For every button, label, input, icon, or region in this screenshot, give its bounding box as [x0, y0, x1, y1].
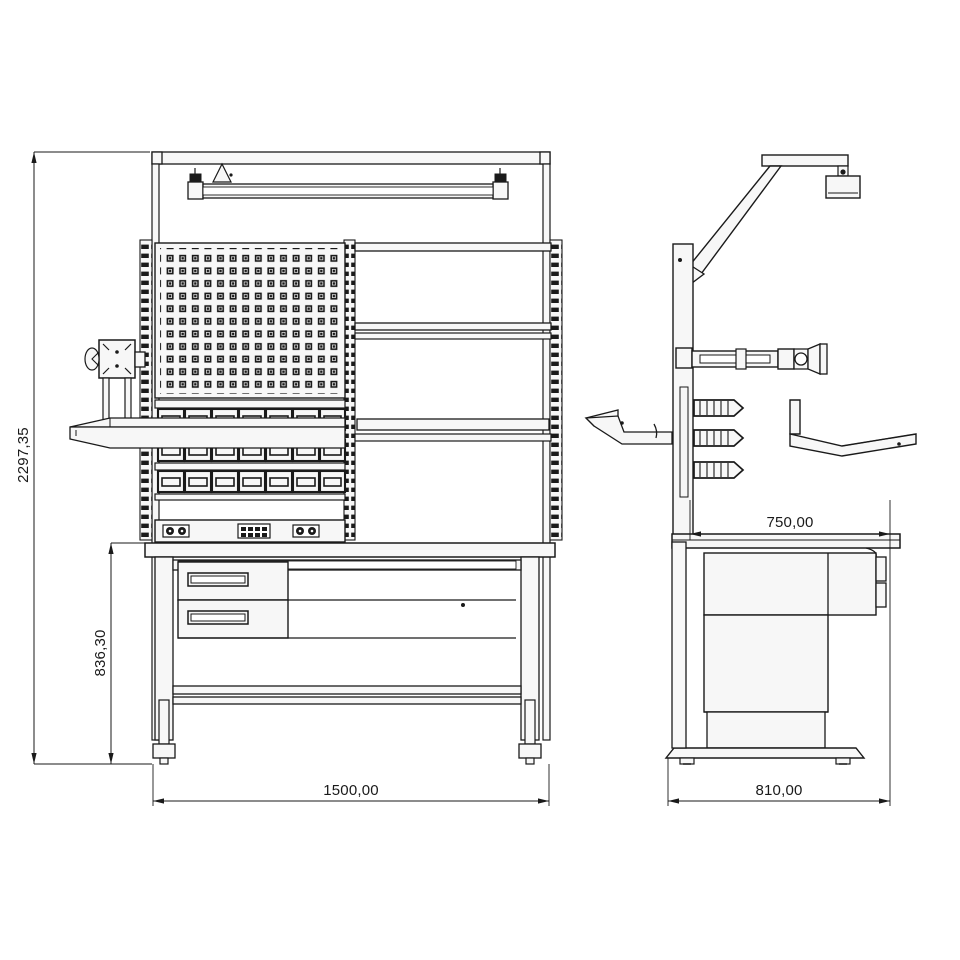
- worktop: [144, 542, 556, 558]
- dimension-worktop-depth: [689, 500, 891, 548]
- side-elevation-view: [584, 154, 917, 765]
- lamp-swing-arm: [686, 154, 861, 284]
- side-right-shelf-bracket: [789, 399, 917, 457]
- front-elevation-view: [69, 151, 563, 765]
- top-crossbeam: [151, 151, 551, 165]
- bin-storage-rows: [154, 399, 347, 501]
- dimension-base-depth: [667, 548, 891, 806]
- bin-row: [156, 469, 347, 494]
- dimension-overall-width: [152, 764, 550, 806]
- power-socket-rail: [154, 519, 346, 543]
- shelf-group: [354, 242, 552, 442]
- device-mount-bracket: [84, 339, 146, 429]
- side-cabinet-and-drawers: [703, 547, 887, 749]
- side-hanging-bins: [693, 399, 745, 479]
- left-pullout-shelf: [69, 417, 346, 449]
- side-left-bracket: [584, 409, 673, 445]
- dimension-annotations: [31, 151, 891, 806]
- drawer-unit[interactable]: [177, 561, 289, 639]
- bench-understructure: [152, 556, 542, 765]
- dimension-label-overall-width: 1500,00: [323, 782, 379, 799]
- frame-uprights: [139, 163, 563, 741]
- monitor-articulated-arm: [675, 343, 828, 375]
- dimension-label-overall-height: 2297,35: [15, 427, 32, 483]
- dimension-label-worktop-height: 836,30: [92, 629, 109, 676]
- side-column: [672, 243, 694, 543]
- dimension-label-base-depth: 810,00: [755, 782, 802, 799]
- side-floor-base: [664, 541, 866, 765]
- side-worktop: [671, 533, 901, 549]
- dimension-worktop-height: [108, 542, 152, 765]
- overhead-lamp-fixture: [187, 162, 509, 200]
- pegboard-panel: [154, 242, 346, 399]
- dimension-label-worktop-depth: 750,00: [766, 514, 813, 531]
